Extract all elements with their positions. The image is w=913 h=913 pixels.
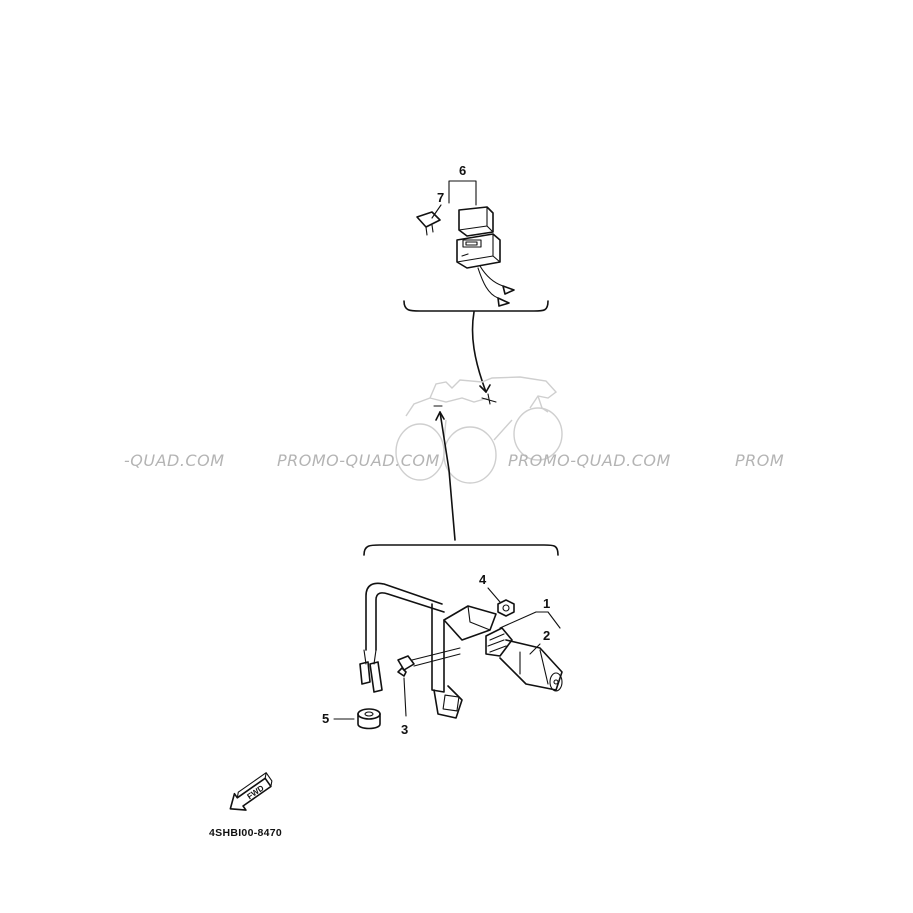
callout-6-leader bbox=[448, 180, 477, 206]
watermark-2: PROMO-QUAD.COM bbox=[277, 451, 440, 470]
callout-4[interactable]: 4 bbox=[479, 572, 487, 587]
forward-arrow-label: FWD bbox=[246, 783, 266, 801]
callout-3-leader bbox=[403, 677, 407, 717]
watermark-3: PROMO-QUAD.COM bbox=[508, 451, 671, 470]
watermark-row: -QUAD.COM PROMO-QUAD.COM PROMO-QUAD.COM … bbox=[124, 451, 784, 470]
fuse-icon[interactable] bbox=[416, 211, 441, 236]
diagram-code: 4SHBI00-8470 bbox=[209, 827, 282, 839]
relay-mount-mark bbox=[481, 393, 497, 405]
relay-location-leader bbox=[471, 311, 487, 393]
wire-terminal-icon bbox=[359, 649, 383, 693]
callout-1[interactable]: 1 bbox=[543, 596, 550, 611]
switch-location-leader bbox=[439, 411, 456, 541]
callout-2-leader bbox=[529, 643, 541, 655]
callout-1-leader bbox=[499, 611, 561, 629]
relay-detail: 6 7 bbox=[403, 163, 549, 393]
callout-4-leader bbox=[487, 587, 501, 603]
watermark-1: -QUAD.COM bbox=[124, 451, 225, 470]
grommet-icon[interactable] bbox=[357, 708, 381, 730]
callout-3[interactable]: 3 bbox=[401, 722, 408, 737]
brake-light-switch-icon[interactable] bbox=[485, 627, 563, 692]
nut-icon[interactable] bbox=[497, 599, 515, 617]
callout-7[interactable]: 7 bbox=[437, 190, 444, 205]
callout-5[interactable]: 5 bbox=[322, 711, 329, 726]
bolt-icon[interactable] bbox=[397, 647, 461, 677]
forward-arrow-icon: FWD bbox=[229, 772, 273, 811]
relay-icon[interactable] bbox=[456, 206, 515, 307]
atv-outline-icon bbox=[395, 376, 563, 484]
callout-6[interactable]: 6 bbox=[459, 163, 466, 178]
callout-7-leader bbox=[431, 204, 442, 219]
callout-2[interactable]: 2 bbox=[543, 628, 550, 643]
brake-pedal-assembly bbox=[359, 582, 497, 719]
detail-frame-bottom bbox=[363, 544, 559, 556]
detail-frame-top bbox=[403, 300, 549, 312]
watermark-4: PROM bbox=[735, 451, 784, 470]
